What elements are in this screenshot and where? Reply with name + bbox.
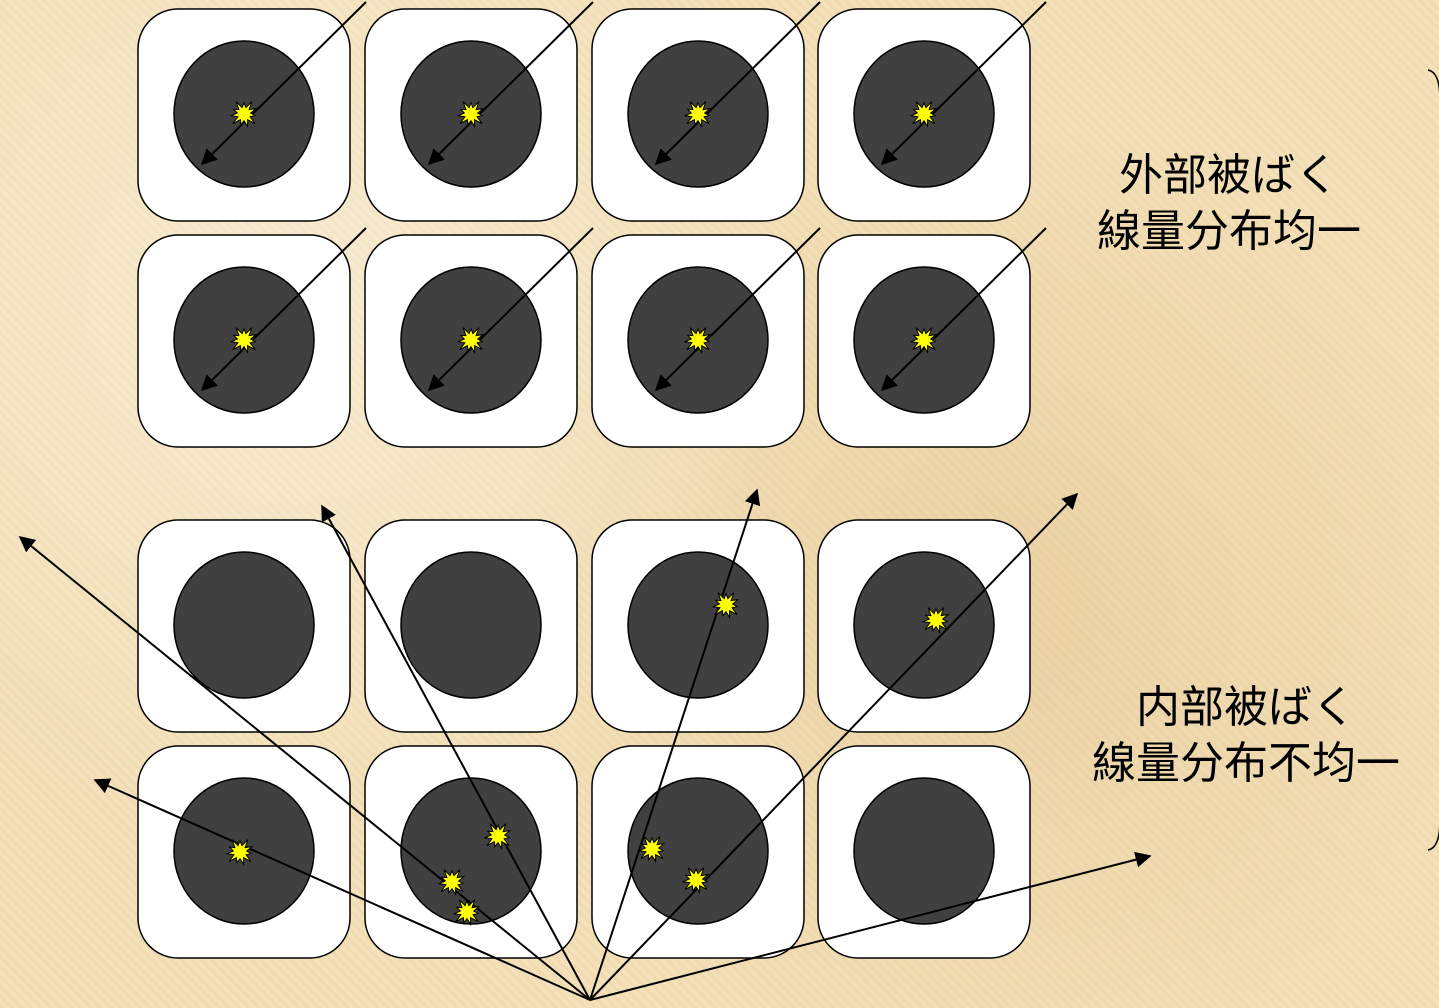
hit-starburst-icon [683,101,712,129]
hit-starburst-icon [909,101,938,129]
cell [591,519,805,733]
radiation-ray-arrow [589,851,1152,1001]
radiation-ray-arrow [200,1,367,166]
radiation-ray-arrow [589,492,1079,1001]
external-exposure-label: 外部被ばく 線量分布均一 [1068,148,1390,260]
radiation-ray-arrow [589,488,761,1001]
hit-starburst-icon [437,869,466,897]
internal-exposure-title: 内部被ばく [1136,682,1356,733]
hit-starburst-icon [711,592,740,620]
hit-starburst-icon [483,823,512,851]
cell-nucleus [853,551,995,699]
radiation-ray-arrow [427,1,594,166]
hit-starburst-icon [456,101,485,129]
cell-nucleus [400,551,542,699]
cell [364,519,578,733]
cell-nucleus [853,777,995,925]
hit-starburst-icon [456,327,485,355]
radiation-ray-arrow [880,227,1047,392]
external-dose-description: 線量分布均一 [1097,206,1361,257]
radiation-ray-arrow [654,227,821,392]
internal-dose-description: 線量分布不均一 [1092,738,1400,789]
hit-starburst-icon [637,836,666,864]
radiation-ray-arrow [18,535,591,1001]
hit-starburst-icon [921,607,950,635]
hit-starburst-icon [909,327,938,355]
cell-nucleus [173,551,315,699]
radiation-ray-arrow [93,778,591,1001]
cell [137,519,351,733]
cell-nucleus [627,777,769,925]
hit-starburst-icon [225,839,254,867]
cell [591,745,805,959]
hit-starburst-icon [229,101,258,129]
radiation-ray-arrow [427,227,594,392]
external-brace [1427,69,1439,93]
external-exposure-title: 外部被ばく [1119,150,1339,201]
hit-starburst-icon [683,327,712,355]
cell-nucleus [627,551,769,699]
internal-brace [1427,827,1439,851]
radiation-ray-arrow [654,1,821,166]
cell [817,519,1031,733]
hit-starburst-icon [681,867,710,895]
radiation-ray-arrow [880,1,1047,166]
internal-exposure-label: 内部被ばく 線量分布不均一 [1060,680,1432,792]
hit-starburst-icon [452,899,481,927]
radiation-ray-arrow [200,227,367,392]
hit-starburst-icon [229,327,258,355]
radiation-ray-arrow [321,504,591,1001]
cell [364,745,578,959]
cell [817,745,1031,959]
